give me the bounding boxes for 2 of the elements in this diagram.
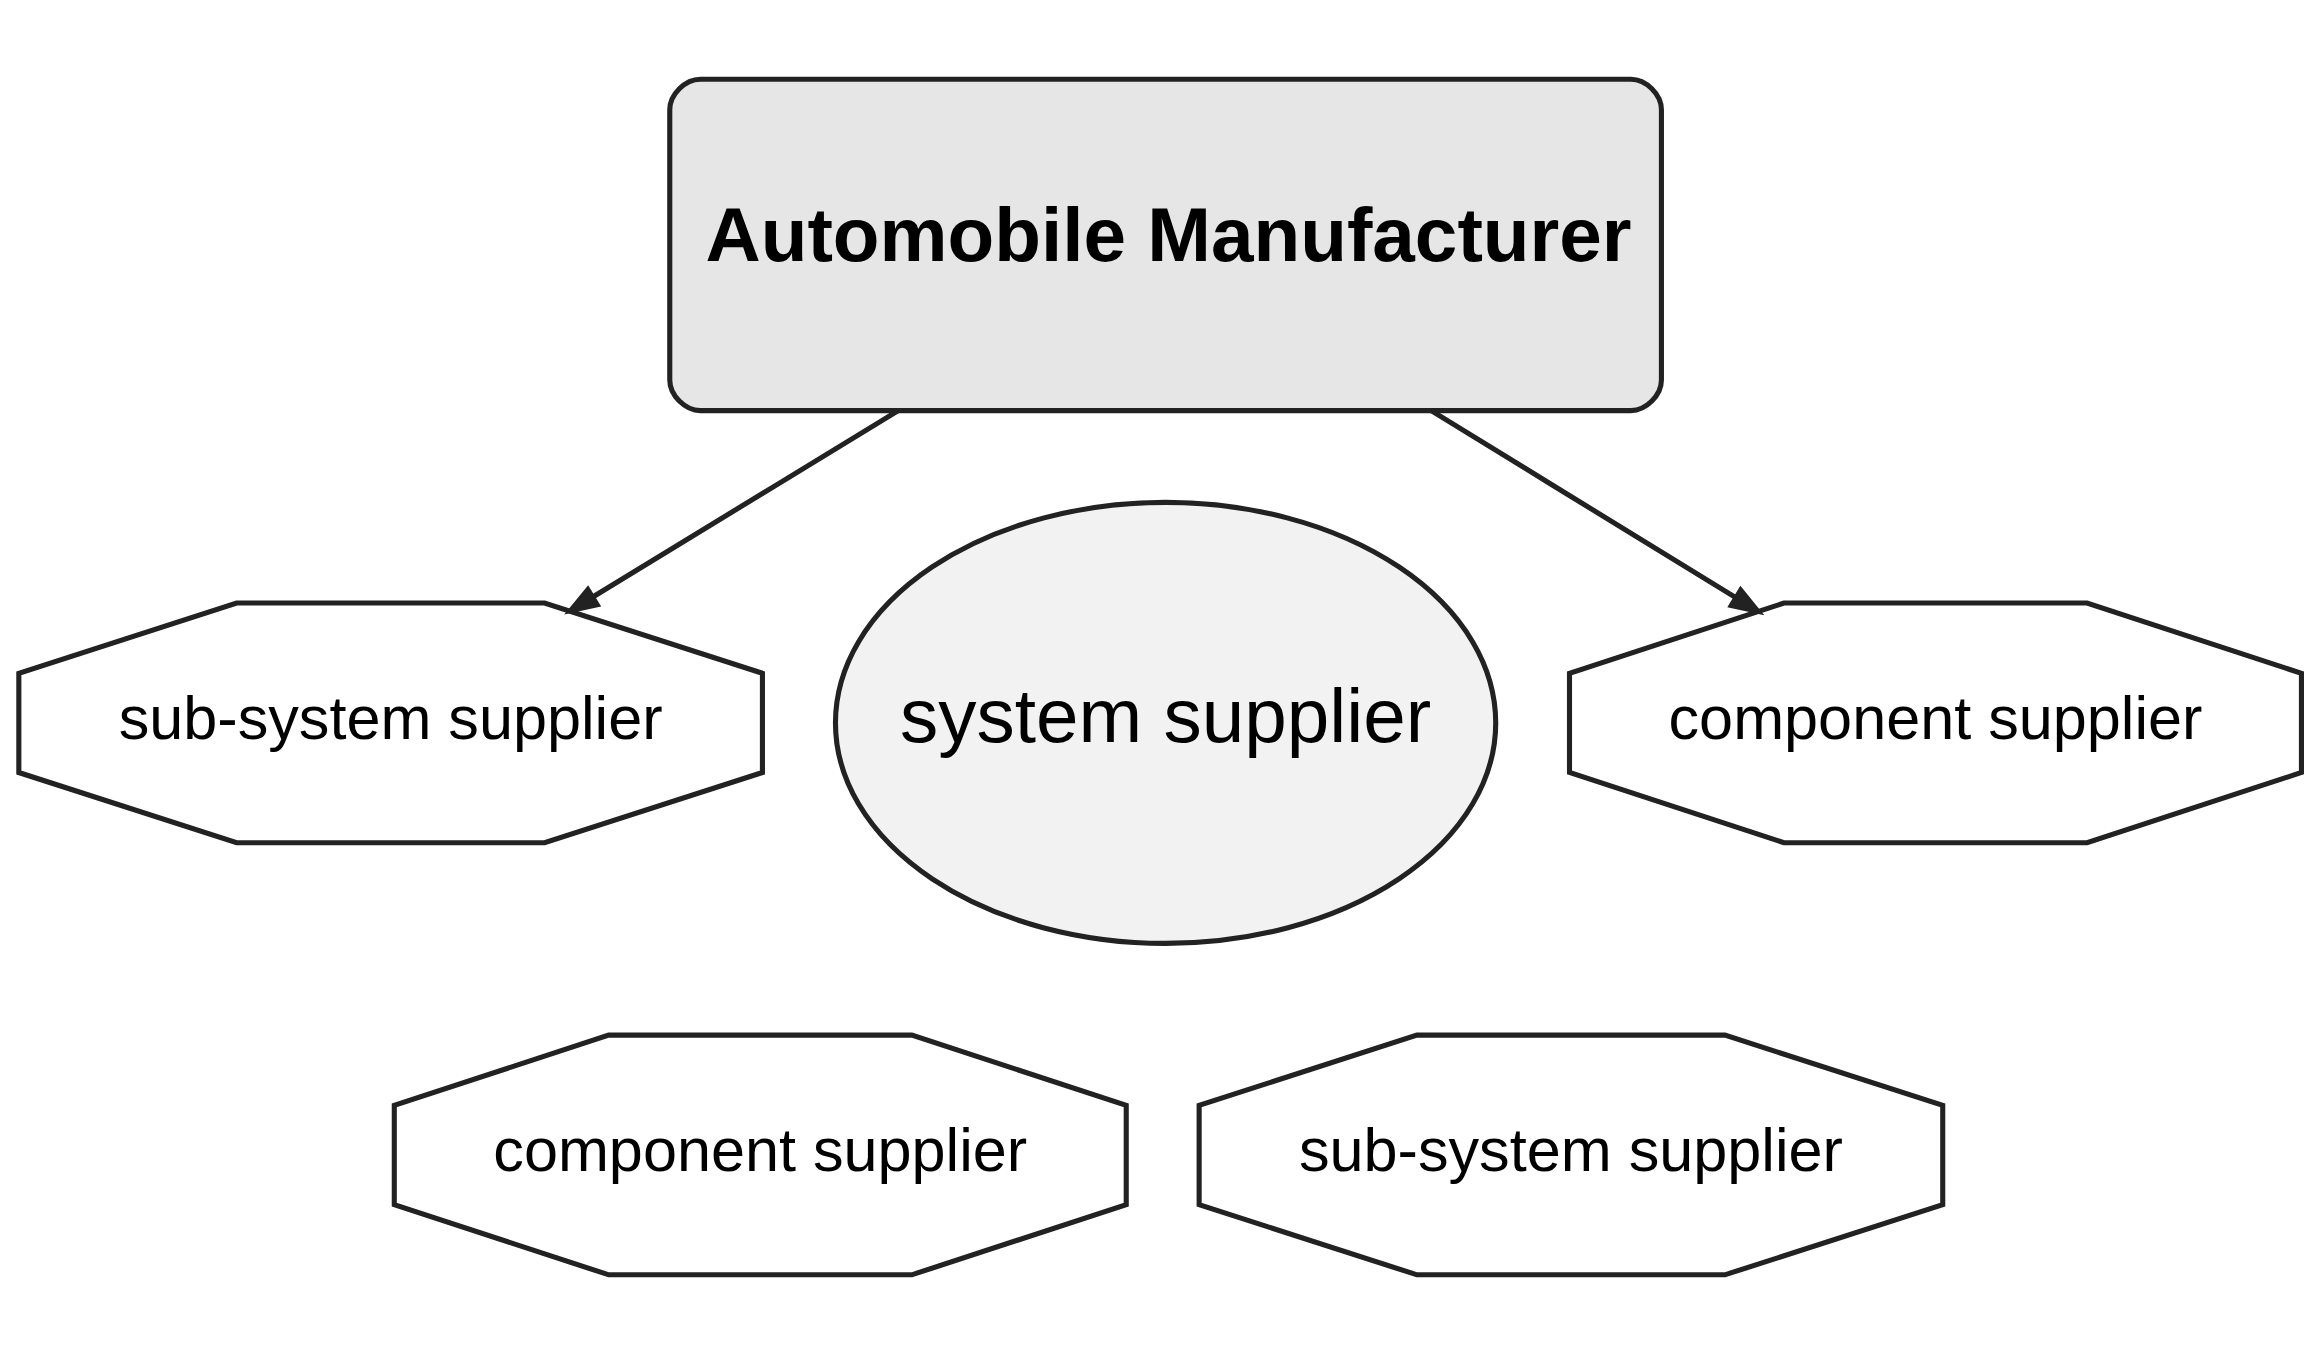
node-box: Automobile Manufacturer (667, 76, 1664, 413)
node-ellipse: system supplier (832, 499, 1499, 946)
